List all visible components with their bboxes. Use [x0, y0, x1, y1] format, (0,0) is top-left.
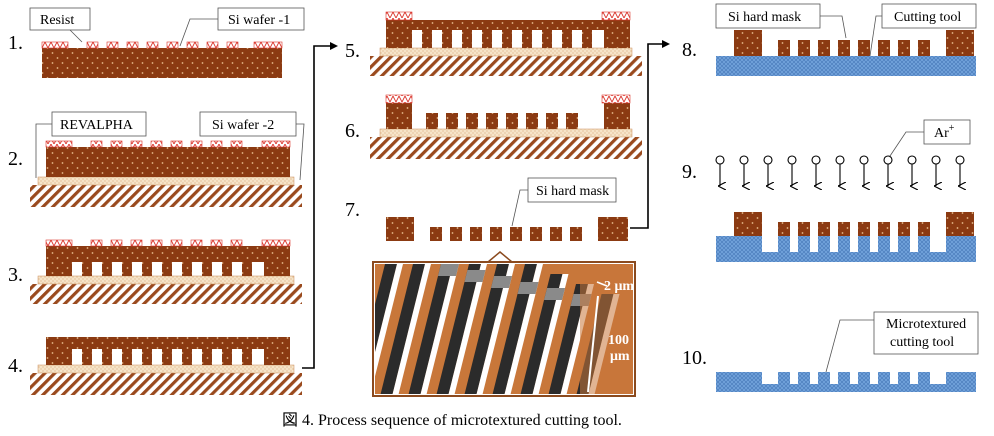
resist-label: Resist: [40, 13, 74, 28]
step-10-illustration: Microtextured cutting tool: [716, 311, 979, 392]
step-1-number: 1.: [8, 32, 23, 54]
step-2-number: 2.: [8, 148, 23, 170]
revalpha-layer: [37, 275, 295, 285]
step-7-number: 7.: [345, 199, 360, 221]
step-10-number: 10.: [682, 347, 707, 369]
revalpha-layer: [37, 176, 295, 186]
cutting-tool-callout: Cutting tool: [869, 3, 977, 57]
ar-callout: Ar+: [889, 119, 971, 157]
etched-si-wafer: [46, 246, 290, 276]
ar-ion-arrows: [715, 155, 964, 186]
step-4-illustration: [30, 337, 302, 395]
si-wafer-1-callout: Si wafer -1: [179, 7, 305, 47]
si-hard-mask-callout: Si hard mask: [715, 3, 847, 39]
sem-micrograph: 2 μm 100 μm: [372, 251, 636, 397]
resist-callout: Resist: [29, 7, 91, 43]
revalpha-callout: REVALPHA: [35, 111, 147, 178]
revalpha-layer: [37, 364, 295, 374]
step-4-number: 4.: [8, 355, 23, 377]
glass-base: [370, 56, 642, 76]
si-hard-mask: [734, 212, 974, 236]
glass-base: [370, 137, 642, 159]
dimension-2um: 2 μm: [604, 279, 634, 294]
step-7-illustration: Si hard mask: [372, 177, 636, 397]
si-wafer-1: [42, 48, 282, 78]
si-hard-mask-label-8: Si hard mask: [728, 10, 801, 25]
step-3-number: 3.: [8, 264, 23, 286]
step-5-number: 5.: [345, 40, 360, 62]
si-wafer-2-label: Si wafer -2: [212, 118, 274, 133]
dimension-100-unit: μm: [610, 349, 630, 364]
resist-layer: [41, 41, 283, 49]
glass-base: [30, 373, 302, 395]
cutting-tool-label: Cutting tool: [894, 10, 961, 25]
resist-layer: [385, 11, 631, 21]
microtextured-cutting-tool: [716, 372, 976, 392]
etched-si-wafer: [386, 20, 630, 48]
released-si-blocks: [386, 103, 630, 129]
step-9-number: 9.: [682, 161, 697, 183]
si-wafer-1-label: Si wafer -1: [228, 13, 290, 28]
step-1-illustration: Resist Si wafer -1: [29, 7, 305, 78]
step-8-illustration: Si hard mask Cutting tool: [715, 3, 977, 76]
resist-layer: [45, 239, 291, 247]
resist-layer: [385, 94, 631, 104]
revalpha-layer: [379, 128, 633, 138]
ar-charge: +: [949, 123, 955, 134]
ar-label: Ar: [934, 126, 949, 141]
step-8-number: 8.: [682, 39, 697, 61]
etched-si-wafer: [46, 337, 290, 365]
si-hard-mask: [386, 217, 628, 241]
flow-arrow-7-to-8: [630, 40, 670, 229]
step-6-number: 6.: [345, 120, 360, 142]
step-3-illustration: [30, 239, 302, 304]
microtextured-label-line1: Microtextured: [886, 317, 966, 332]
step-9-illustration: Ar+: [715, 119, 976, 262]
revalpha-label: REVALPHA: [60, 118, 134, 133]
dimension-100-value: 100: [608, 333, 629, 348]
step-5-illustration: [370, 11, 642, 76]
etched-cutting-tool: [716, 236, 976, 262]
microtextured-label-line2: cutting tool: [890, 335, 954, 350]
cutting-tool: [716, 56, 976, 76]
glass-base: [30, 185, 302, 207]
figure-caption: 図 4. Process sequence of microtextured c…: [282, 412, 622, 429]
si-wafer-2: [46, 147, 290, 177]
si-hard-mask: [734, 30, 974, 56]
scale-bars: 2 μm 100 μm: [587, 279, 634, 393]
glass-base: [30, 284, 302, 304]
si-wafer-2-callout: Si wafer -2: [199, 111, 305, 181]
si-hard-mask-callout: Si hard mask: [511, 177, 617, 227]
revalpha-layer: [379, 47, 633, 57]
step-numbers: 1. 2. 3. 4. 5. 6. 7. 8. 9. 10.: [8, 32, 707, 377]
flow-arrow-4-to-5: [302, 42, 338, 369]
microtextured-callout: Microtextured cutting tool: [825, 311, 979, 373]
svg-text:Ar+: Ar+: [934, 123, 955, 141]
si-hard-mask-label-7: Si hard mask: [536, 184, 609, 199]
step-2-illustration: REVALPHA Si wafer -2: [30, 111, 305, 207]
step-6-illustration: [370, 94, 642, 159]
resist-layer: [45, 140, 291, 148]
